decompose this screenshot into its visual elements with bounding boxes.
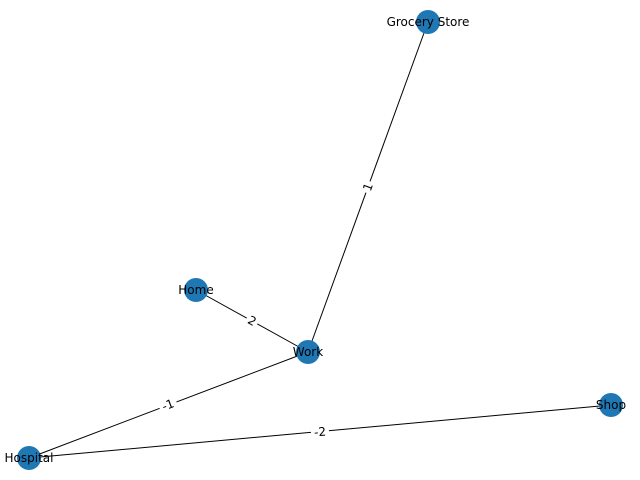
edge-label-text: -1 <box>160 396 176 413</box>
node-home: Home <box>178 278 214 302</box>
node-grocery-store: Grocery Store <box>387 10 470 34</box>
node-work: Work <box>293 340 323 364</box>
edge-labels-layer: 1 2 -1 -2 <box>156 178 378 441</box>
node-marker <box>17 446 41 470</box>
node-marker <box>416 10 440 34</box>
node-label: Hospital <box>5 451 54 465</box>
edge-label-work-grocery: 1 <box>358 178 378 196</box>
node-marker <box>599 393 623 417</box>
node-label: Shop <box>596 398 626 412</box>
node-hospital: Hospital <box>5 446 54 470</box>
edge-label-work-hospital: -1 <box>156 394 180 416</box>
edge-label-text: 1 <box>360 181 376 193</box>
nodes-layer: Grocery Store Home Work Shop Hospital <box>5 10 626 470</box>
edges-layer <box>28 21 612 459</box>
edge-label-hospital-shop: -2 <box>310 423 330 441</box>
node-marker <box>184 278 208 302</box>
node-marker <box>296 340 320 364</box>
node-label: Home <box>178 283 213 297</box>
node-label: Grocery Store <box>387 15 470 29</box>
edge-label-text: -2 <box>313 425 326 440</box>
node-label: Work <box>293 345 323 359</box>
edge-label-home-work: 2 <box>242 311 262 331</box>
node-shop: Shop <box>596 393 626 417</box>
